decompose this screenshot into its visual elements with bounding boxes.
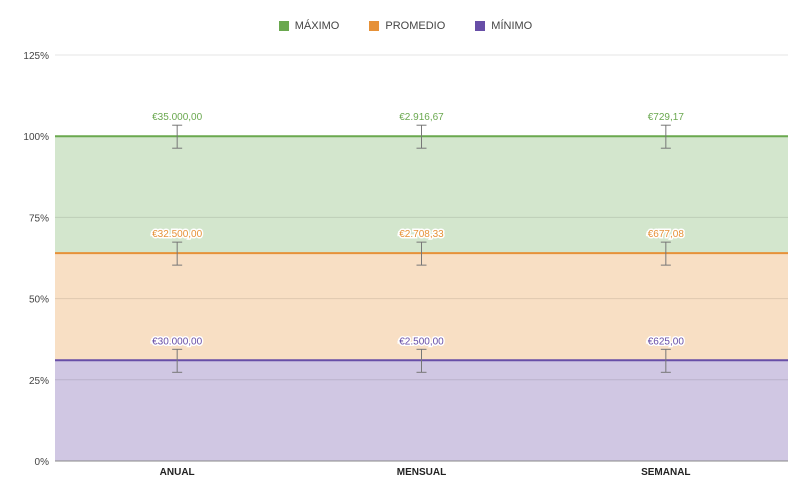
area-band-2	[55, 360, 788, 461]
data-label-2-1: €2.500,00	[399, 336, 444, 347]
y-tick-label-3: 75%	[29, 213, 49, 224]
legend-swatch-promedio	[369, 21, 380, 31]
legend-swatch-minimo	[475, 21, 486, 31]
x-tick-label-1: MENSUAL	[397, 467, 446, 478]
y-tick-label-4: 100%	[23, 132, 49, 143]
x-tick-label-0: ANUAL	[160, 467, 195, 478]
y-tick-label-5: 125%	[23, 51, 49, 62]
y-tick-label-0: 0%	[35, 457, 50, 468]
x-tick-label-2: SEMANAL	[641, 467, 690, 478]
legend-item-promedio[interactable]: PROMEDIO	[369, 20, 445, 32]
legend-label-maximo: MÁXIMO	[294, 20, 340, 32]
data-label-1-2: €677,08	[648, 229, 685, 240]
legend-item-maximo[interactable]: MÁXIMO	[278, 20, 340, 32]
y-tick-label-2: 50%	[29, 295, 49, 306]
chart-legend: MÁXIMO PROMEDIO MÍNIMO	[0, 20, 811, 32]
data-label-1-1: €2.708,33	[399, 229, 444, 240]
legend-item-minimo[interactable]: MÍNIMO	[475, 20, 532, 32]
data-label-1-0: €32.500,00	[152, 229, 202, 240]
legend-label-minimo: MÍNIMO	[491, 20, 533, 32]
legend-label-promedio: PROMEDIO	[385, 20, 446, 32]
legend-swatch-maximo	[278, 21, 289, 31]
data-label-2-0: €30.000,00	[152, 336, 202, 347]
data-label-0-1: €2.916,67	[399, 112, 444, 123]
data-label-2-2: €625,00	[648, 336, 685, 347]
y-tick-label-1: 25%	[29, 376, 49, 387]
data-label-0-2: €729,17	[648, 112, 685, 123]
data-label-0-0: €35.000,00	[152, 112, 202, 123]
